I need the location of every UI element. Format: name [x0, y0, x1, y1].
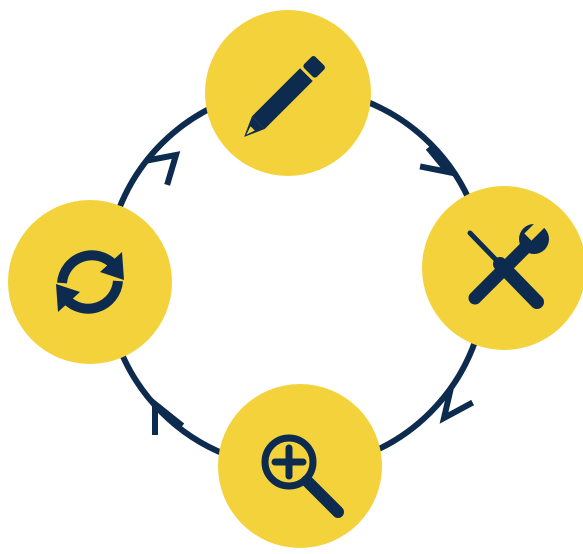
arrow-top-to-right	[419, 145, 456, 177]
node-left	[8, 200, 172, 364]
node-bottom	[218, 384, 382, 548]
arrow-bottom-to-left	[152, 397, 185, 435]
magnifier-plus-icon	[261, 434, 344, 518]
node-top	[205, 10, 371, 176]
screwdriver-wrench-icon	[467, 219, 549, 309]
arrow-left-to-top	[146, 151, 181, 186]
node-left-circle	[8, 200, 172, 364]
refresh-icon	[56, 250, 124, 314]
node-right	[422, 186, 583, 350]
node-bottom-circle	[218, 384, 382, 548]
arrow-right-to-bottom	[439, 388, 475, 424]
pencil-icon	[244, 56, 325, 137]
